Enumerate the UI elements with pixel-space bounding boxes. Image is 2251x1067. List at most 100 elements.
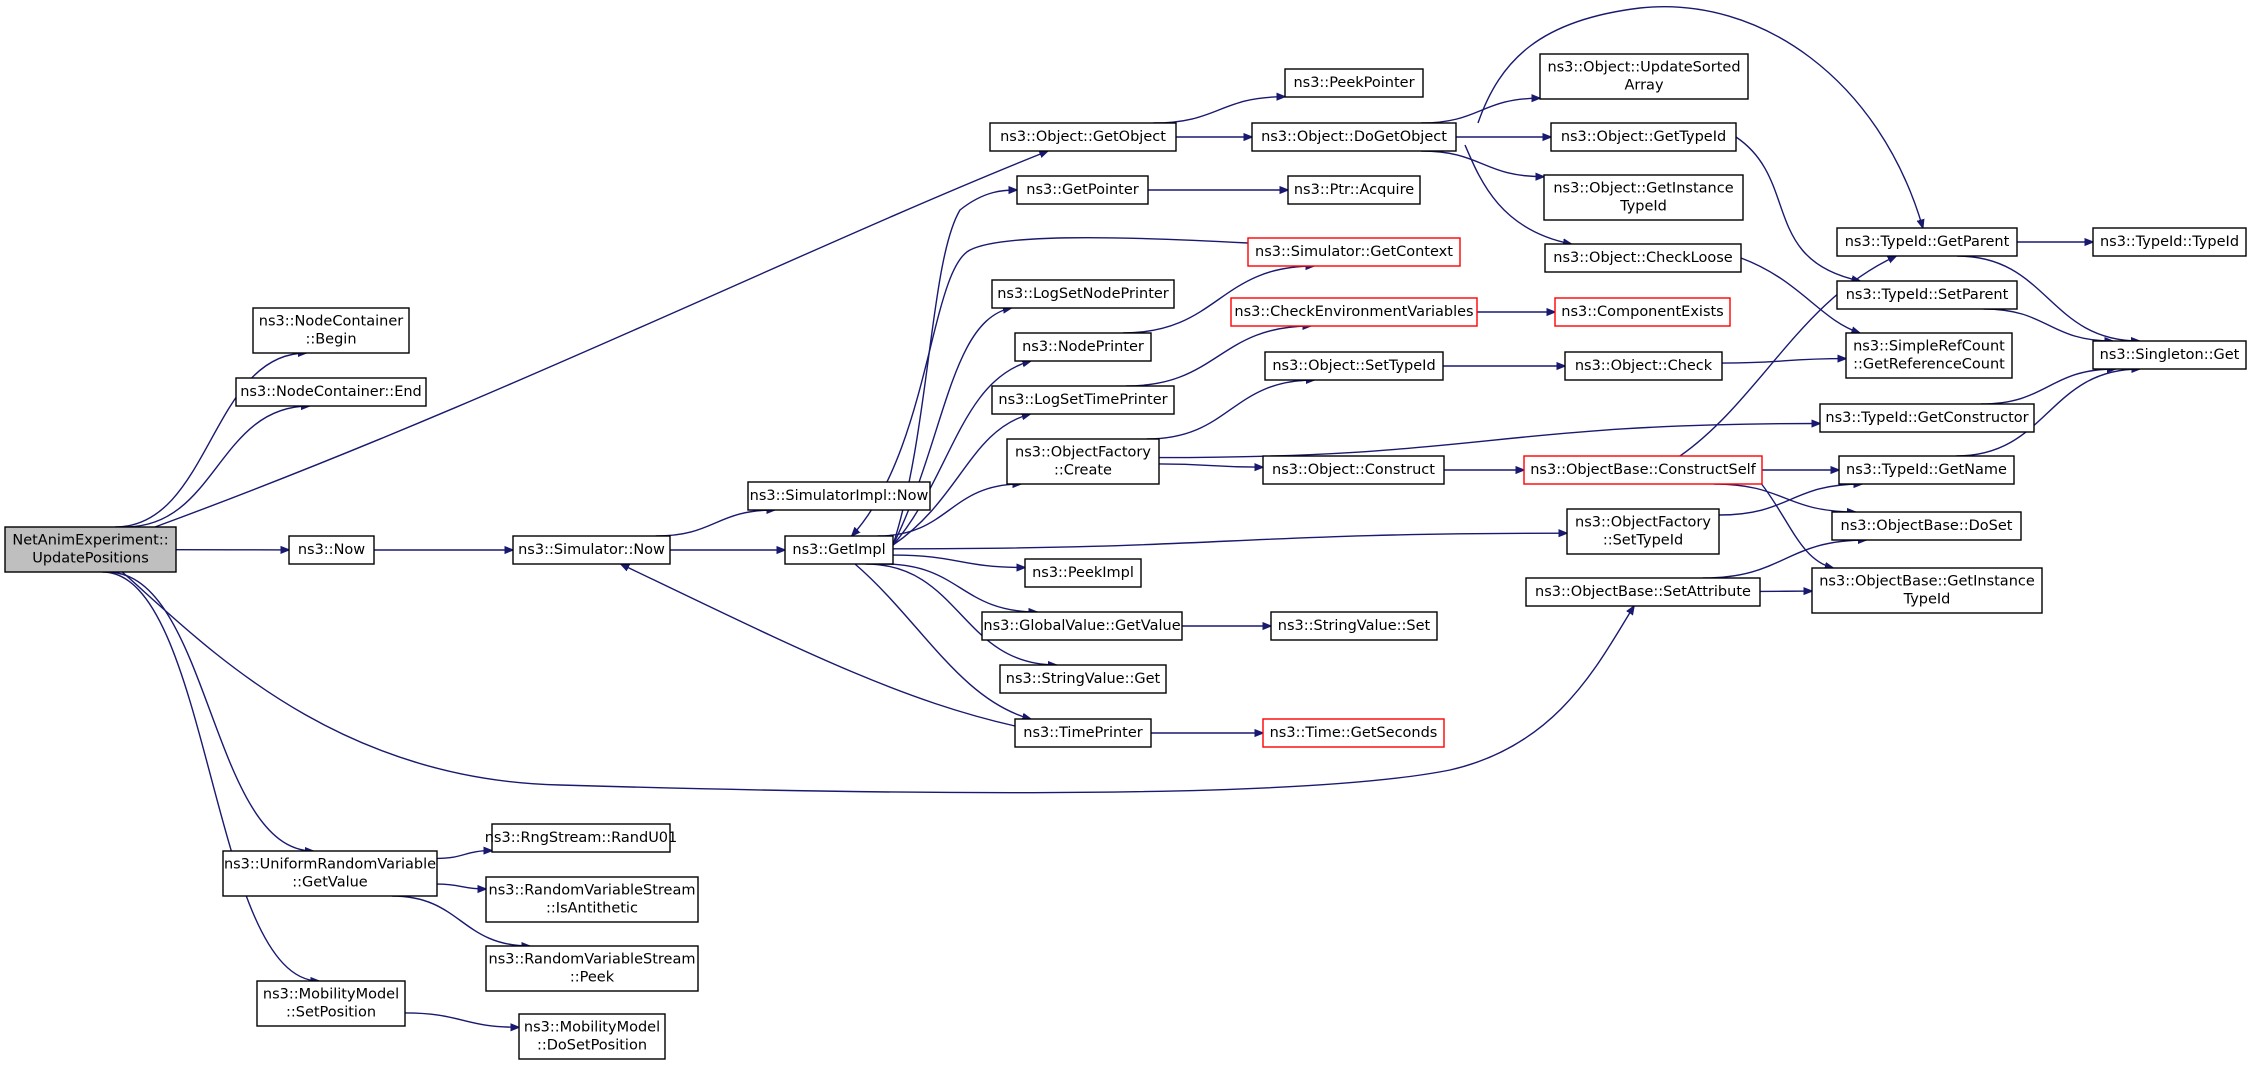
node-rvs-peek[interactable]: ns3::RandomVariableStream::Peek [485, 945, 699, 992]
node-box[interactable] [1831, 511, 2022, 541]
node-box[interactable] [1251, 122, 1457, 152]
node-box[interactable] [512, 535, 671, 565]
node-obj-getobject[interactable]: ns3::Object::GetObject [989, 122, 1177, 152]
node-box[interactable] [999, 664, 1167, 694]
node-mm-set[interactable]: ns3::MobilityModel::SetPosition [256, 980, 406, 1027]
node-box[interactable] [2092, 340, 2247, 370]
node-box[interactable] [1550, 122, 1737, 152]
node-src-getrefcount[interactable]: ns3::SimpleRefCount::GetReferenceCount [1845, 332, 2013, 379]
node-logtimeprinter[interactable]: ns3::LogSetTimePrinter [991, 385, 1175, 415]
node-box[interactable] [1262, 455, 1445, 485]
node-box[interactable] [1262, 718, 1445, 748]
node-box[interactable] [1006, 438, 1160, 485]
node-obj-settypeid[interactable]: ns3::Object::SetTypeId [1264, 351, 1444, 381]
node-checkenv[interactable]: ns3::CheckEnvironmentVariables [1230, 297, 1478, 327]
node-singleton-get[interactable]: ns3::Singleton::Get [2092, 340, 2247, 370]
node-box[interactable] [1544, 243, 1742, 273]
node-nodeprinter[interactable]: ns3::NodePrinter [1014, 332, 1152, 362]
node-box[interactable] [1287, 175, 1421, 205]
node-tid-typeid[interactable]: ns3::TypeId::TypeId [2092, 227, 2247, 257]
node-box[interactable] [1543, 174, 1744, 221]
node-sim-now[interactable]: ns3::Simulator::Now [512, 535, 671, 565]
node-timeprinter[interactable]: ns3::TimePrinter [1014, 718, 1152, 748]
node-box[interactable] [784, 535, 894, 565]
node-tid-getname[interactable]: ns3::TypeId::GetName [1838, 455, 2015, 485]
node-rng-randu01[interactable]: ns3::RngStream::RandU01 [485, 823, 678, 853]
node-simimpl-now[interactable]: ns3::SimulatorImpl::Now [747, 481, 931, 511]
node-box[interactable] [991, 385, 1175, 415]
node-box[interactable] [981, 611, 1183, 641]
node-time-getseconds[interactable]: ns3::Time::GetSeconds [1262, 718, 1445, 748]
node-ob-constructself[interactable]: ns3::ObjectBase::ConstructSelf [1523, 455, 1763, 485]
node-box[interactable] [1539, 53, 1749, 100]
node-box[interactable] [1836, 280, 2018, 310]
node-sv-get[interactable]: ns3::StringValue::Get [999, 664, 1167, 694]
node-box[interactable] [4, 526, 177, 573]
node-box[interactable] [1270, 611, 1438, 641]
node-nc-begin[interactable]: ns3::NodeContainer::Begin [252, 307, 410, 354]
node-peekpointer[interactable]: ns3::PeekPointer [1284, 68, 1424, 98]
node-componentexists[interactable]: ns3::ComponentExists [1554, 297, 1731, 327]
node-box[interactable] [1838, 455, 2015, 485]
node-urv[interactable]: ns3::UniformRandomVariable::GetValue [222, 850, 438, 897]
node-box[interactable] [256, 980, 406, 1027]
node-tid-getparent[interactable]: ns3::TypeId::GetParent [1836, 227, 2018, 257]
node-obj-checkloose[interactable]: ns3::Object::CheckLoose [1544, 243, 1742, 273]
node-obj-gettypeid[interactable]: ns3::Object::GetTypeId [1550, 122, 1737, 152]
node-box[interactable] [1024, 558, 1142, 588]
node-obj-construct[interactable]: ns3::Object::Construct [1262, 455, 1445, 485]
node-box[interactable] [1264, 351, 1444, 381]
node-peekimpl[interactable]: ns3::PeekImpl [1024, 558, 1142, 588]
node-box[interactable] [1014, 332, 1152, 362]
node-rvs-isantithetic[interactable]: ns3::RandomVariableStream::IsAntithetic [485, 876, 699, 923]
node-box[interactable] [1566, 508, 1720, 555]
node-ob-doset[interactable]: ns3::ObjectBase::DoSet [1831, 511, 2022, 541]
node-box[interactable] [252, 307, 410, 354]
node-box[interactable] [1525, 577, 1761, 607]
node-getpointer[interactable]: ns3::GetPointer [1016, 175, 1149, 205]
node-box[interactable] [1836, 227, 2018, 257]
node-box[interactable] [1016, 175, 1149, 205]
node-box[interactable] [1845, 332, 2013, 379]
node-ptr-acquire[interactable]: ns3::Ptr::Acquire [1287, 175, 1421, 205]
node-objfactory-create[interactable]: ns3::ObjectFactory::Create [1006, 438, 1160, 485]
node-box[interactable] [1230, 297, 1478, 327]
node-box[interactable] [235, 377, 427, 407]
node-box[interactable] [222, 850, 438, 897]
node-box[interactable] [1554, 297, 1731, 327]
node-box[interactable] [518, 1013, 666, 1060]
node-box[interactable] [747, 481, 931, 511]
node-obj-check[interactable]: ns3::Object::Check [1564, 351, 1723, 381]
node-lognodeprinter[interactable]: ns3::LogSetNodePrinter [991, 279, 1175, 309]
node-box[interactable] [1819, 403, 2035, 433]
node-box[interactable] [1284, 68, 1424, 98]
node-sim-getcontext[interactable]: ns3::Simulator::GetContext [1247, 237, 1461, 267]
node-box[interactable] [1564, 351, 1723, 381]
node-box[interactable] [1014, 718, 1152, 748]
node-box[interactable] [485, 945, 699, 992]
node-dogetobject[interactable]: ns3::Object::DoGetObject [1251, 122, 1457, 152]
node-sv-set[interactable]: ns3::StringValue::Set [1270, 611, 1438, 641]
node-box[interactable] [288, 535, 375, 565]
node-box[interactable] [989, 122, 1177, 152]
node-nc-end[interactable]: ns3::NodeContainer::End [235, 377, 427, 407]
node-box[interactable] [991, 279, 1175, 309]
node-ob-setattribute[interactable]: ns3::ObjectBase::SetAttribute [1525, 577, 1761, 607]
node-gv-getvalue[interactable]: ns3::GlobalValue::GetValue [981, 611, 1183, 641]
node-box[interactable] [485, 876, 699, 923]
node-box[interactable] [1523, 455, 1763, 485]
node-box[interactable] [2092, 227, 2247, 257]
node-mm-doset[interactable]: ns3::MobilityModel::DoSetPosition [518, 1013, 666, 1060]
node-box[interactable] [1811, 567, 2043, 614]
node-tid-getconstructor[interactable]: ns3::TypeId::GetConstructor [1819, 403, 2035, 433]
node-now[interactable]: ns3::Now [288, 535, 375, 565]
node-root[interactable]: NetAnimExperiment::UpdatePositions [4, 526, 177, 573]
node-of-settypeid[interactable]: ns3::ObjectFactory::SetTypeId [1566, 508, 1720, 555]
node-getimpl[interactable]: ns3::GetImpl [784, 535, 894, 565]
node-tid-setparent[interactable]: ns3::TypeId::SetParent [1836, 280, 2018, 310]
node-box[interactable] [1247, 237, 1461, 267]
node-box[interactable] [491, 823, 671, 853]
